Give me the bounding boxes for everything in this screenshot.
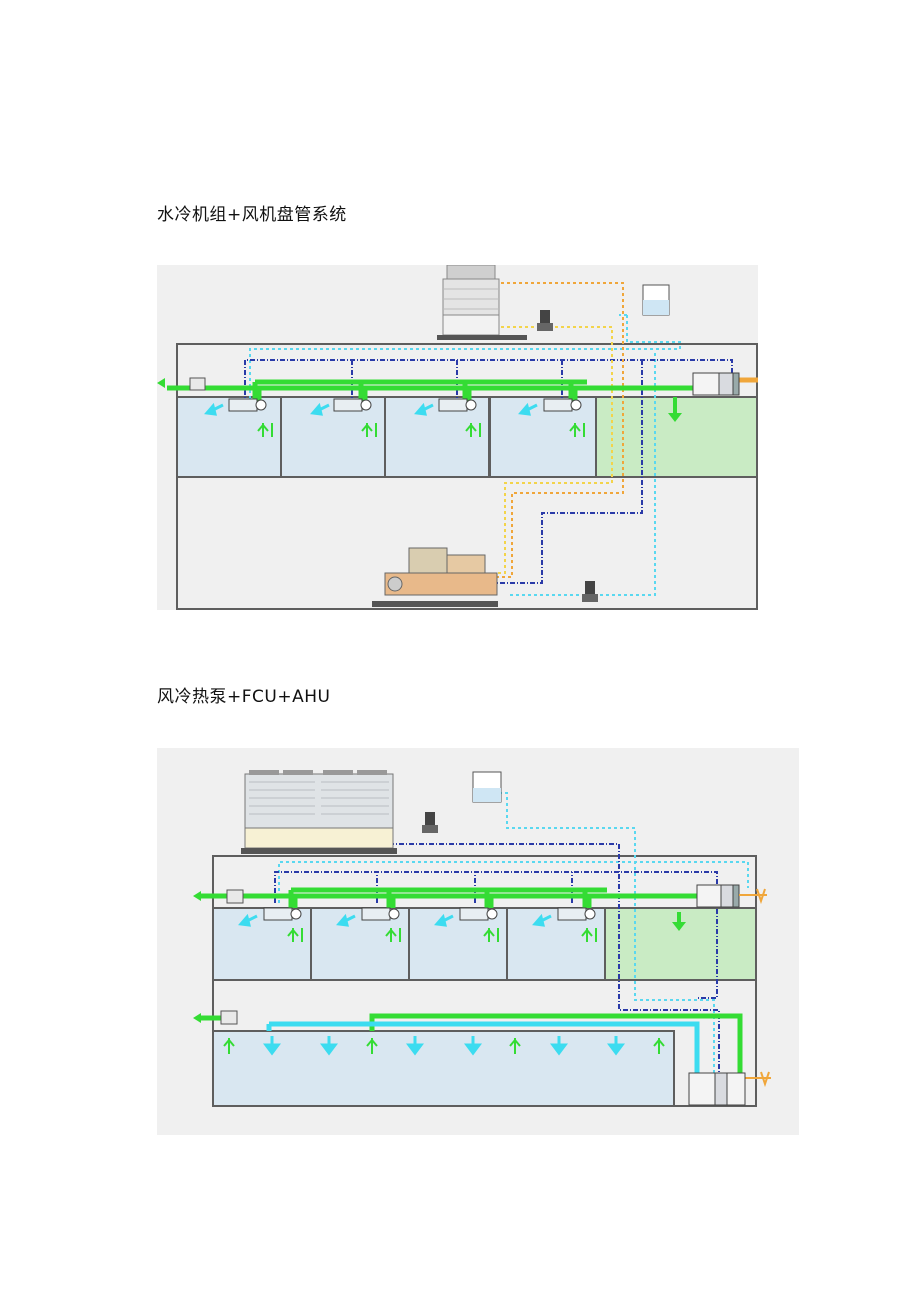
air-handling-unit-icon <box>692 372 740 396</box>
fan-coil-unit-icon <box>228 398 582 412</box>
exhaust-fan-box <box>189 377 206 391</box>
exhaust-fan-box <box>220 1010 238 1025</box>
air-handling-unit-icon <box>688 1072 746 1106</box>
water-pump-icon <box>582 581 598 602</box>
air-flow-arrow-icon <box>157 378 165 388</box>
office-room <box>506 907 606 981</box>
air-flow-arrow-icon <box>672 912 686 931</box>
fan-coil-unit-icon <box>263 907 596 921</box>
expansion-tank-icon <box>642 284 670 316</box>
office-room <box>408 907 508 981</box>
section-1-caption: 水冷机组+风机盘管系统 <box>157 205 347 225</box>
cooling-tower-icon <box>437 265 527 340</box>
fresh-air-room <box>604 907 757 981</box>
office-room <box>310 907 410 981</box>
heat-pump-fcu-ahu-diagram <box>157 748 799 1135</box>
hall-room <box>212 1030 675 1107</box>
air-flow-arrow-icon <box>263 1036 625 1056</box>
water-pump-icon <box>422 812 438 833</box>
section-2-caption: 风冷热泵+FCU+AHU <box>157 687 331 707</box>
air-flow-arrow-icon <box>668 397 682 422</box>
office-room <box>212 907 312 981</box>
office-room <box>489 396 597 478</box>
expansion-tank-icon <box>472 771 502 803</box>
air-cooled-heat-pump-icon <box>241 770 397 854</box>
water-chiller-fcu-diagram <box>157 265 758 610</box>
air-flow-arrow-icon <box>193 891 201 901</box>
water-chiller-icon <box>372 547 498 607</box>
air-flow-arrow-icon <box>193 1013 201 1023</box>
air-handling-unit-icon <box>696 884 740 908</box>
exhaust-fan-box <box>226 889 244 904</box>
water-pump-icon <box>537 310 553 331</box>
